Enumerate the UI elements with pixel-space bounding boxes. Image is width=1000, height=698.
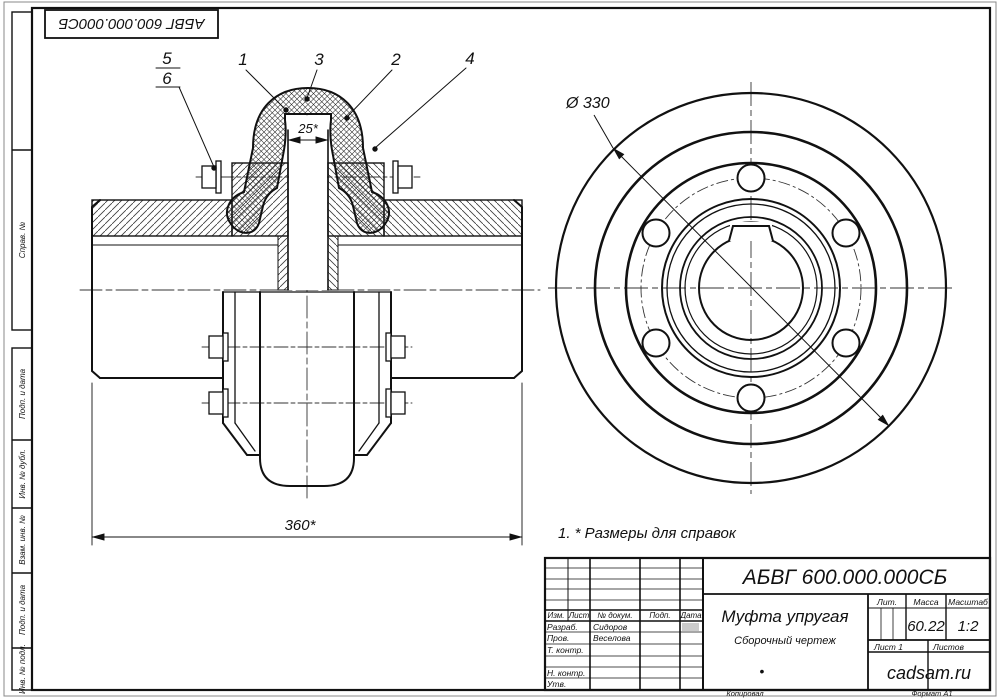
tb-row-label: Разраб.	[547, 622, 578, 632]
tb-headers: Изм. Лист № докум. Подп. Дата	[547, 611, 702, 620]
tb-header-data: Дата	[679, 611, 702, 620]
callout-2: 2	[390, 50, 401, 69]
dim-width-360: 360*	[91, 382, 523, 546]
tb-row-label: Н. контр.	[547, 668, 585, 678]
tb-row-label: Т. контр.	[547, 645, 584, 655]
tb-scale-value: 1:2	[958, 618, 980, 635]
side-view: Ø 330	[548, 82, 954, 494]
lower-bolts	[208, 332, 406, 418]
tb-header-izm: Изм.	[547, 611, 564, 620]
margin-label-invdubl: Инв. № дубл.	[18, 449, 27, 498]
side-centerlines	[548, 82, 954, 494]
callout-5: 5	[162, 49, 172, 68]
tb-doc-number: АБВГ 600.000.000СБ	[741, 566, 948, 589]
tb-scale-label: Масштаб	[948, 597, 989, 607]
callout-numbers: 1 3 2 4 5 6	[162, 49, 474, 88]
tb-sheet: Лист 1	[873, 642, 903, 652]
tb-header-doc: № докум.	[597, 611, 632, 620]
footer-copy: Копировал	[726, 689, 764, 698]
tb-header-podp: Подп.	[649, 611, 670, 620]
left-margin-cells	[11, 11, 33, 691]
tb-mass-value: 60.22	[907, 618, 945, 635]
footer-format: Формат A1	[911, 689, 952, 698]
callout-3: 3	[314, 50, 324, 69]
dim-gap-25: 25*	[287, 121, 329, 144]
tb-row-label: Пров.	[547, 633, 569, 643]
tb-row-value: Сидоров	[593, 622, 628, 632]
tb-title: Муфта упругая	[721, 607, 848, 626]
hub-gap-faces	[287, 129, 329, 291]
title-block: АБВГ 600.000.000СБ Муфта упругая Сборочн…	[543, 556, 992, 692]
dim-width-text: 360*	[285, 517, 317, 534]
tb-center-mark: •	[760, 663, 765, 679]
title-block-grid	[543, 556, 992, 692]
tb-sheets: Листов	[932, 642, 965, 652]
drawing-note: 1. * Размеры для справок	[558, 525, 737, 542]
upper-bolts	[201, 160, 413, 194]
tb-row-label: Утв.	[546, 679, 566, 689]
callout-4: 4	[465, 49, 474, 68]
tb-site: cadsam.ru	[887, 663, 971, 683]
margin-label-podp2: Подп. и дата	[18, 584, 27, 635]
tb-header-list: Лист	[568, 611, 590, 620]
tb-row-value: Веселова	[593, 633, 631, 643]
margin-label-podp1: Подп. и дата	[18, 368, 27, 419]
tb-lit-label: Лит.	[876, 597, 897, 607]
dim-gap-text: 25*	[297, 121, 318, 136]
tb-rows: Разраб. Сидоров Пров. Веселова Т. контр.…	[546, 622, 631, 689]
callout-1: 1	[238, 50, 247, 69]
tb-right-labels: Лит. Масса Масштаб	[876, 597, 989, 607]
margin-label-invpodl: Инв. № подл.	[18, 644, 27, 694]
rubber-tire-section	[226, 86, 390, 234]
tb-subtitle: Сборочный чертеж	[734, 635, 836, 647]
hub-gap	[289, 116, 327, 290]
left-margin-labels: Справ. № Подп. и дата Инв. № дубл. Взам.…	[18, 221, 27, 693]
top-left-stamp: АБВГ 600.000.000СБ	[44, 9, 219, 39]
callout-6: 6	[162, 69, 172, 88]
hub-silhouettes	[91, 199, 523, 379]
stamp-doc-number: АБВГ 600.000.000СБ	[58, 15, 205, 32]
keyway	[728, 222, 774, 242]
margin-label-vzam: Взам. инв. №	[18, 515, 27, 565]
tb-mass-label: Масса	[913, 597, 938, 607]
margin-label-sprav: Справ. №	[18, 221, 27, 258]
front-view: 25* 360* 1 3 2 4 5 6	[79, 49, 541, 546]
tb-date-smudge	[682, 623, 699, 631]
callout-leaders	[155, 67, 467, 171]
dim-diameter-330: Ø 330	[565, 95, 890, 427]
dim-diameter-text: Ø 330	[565, 95, 610, 112]
tire-lower-silhouette	[259, 291, 355, 487]
